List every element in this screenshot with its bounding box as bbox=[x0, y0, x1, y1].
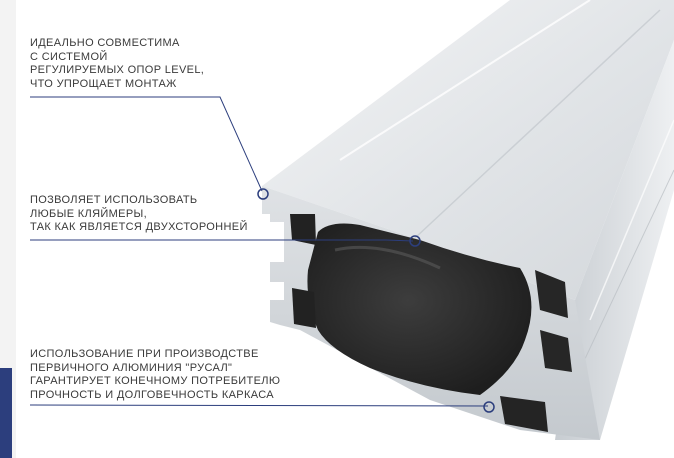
profile-cross-section bbox=[262, 186, 600, 440]
callout-line: ИСПОЛЬЗОВАНИЕ ПРИ ПРОИЗВОДСТВЕ bbox=[30, 348, 259, 360]
leader-line-3 bbox=[29, 404, 489, 407]
callout-double-sided: ПОЗВОЛЯЕТ ИСПОЛЬЗОВАТЬ ЛЮБЫЕ КЛЯЙМЕРЫ, Т… bbox=[30, 194, 248, 235]
callout-level-compatibility: ИДЕАЛЬНО СОВМЕСТИМА С СИСТЕМОЙ РЕГУЛИРУЕ… bbox=[30, 37, 204, 91]
callout-line: С СИСТЕМОЙ bbox=[30, 50, 108, 63]
callout-rusal-aluminum: ИСПОЛЬЗОВАНИЕ ПРИ ПРОИЗВОДСТВЕ ПЕРВИЧНОГ… bbox=[30, 348, 280, 402]
callout-line: ПЕРВИЧНОГО АЛЮМИНИЯ "РУСАЛ" bbox=[30, 361, 233, 374]
callout-line: ТАК КАК ЯВЛЯЕТСЯ ДВУХСТОРОННЕЙ bbox=[30, 221, 248, 233]
callout-marker-1-icon bbox=[257, 188, 269, 200]
left-background-band bbox=[0, 0, 16, 458]
leader-line-2 bbox=[30, 239, 414, 242]
callout-line: ЛЮБЫЕ КЛЯЙМЕРЫ, bbox=[30, 207, 148, 220]
leader-lines bbox=[29, 96, 489, 407]
left-accent-bar bbox=[0, 368, 12, 458]
callout-marker-2-icon bbox=[409, 235, 421, 247]
profile-side-face bbox=[555, 40, 674, 440]
callout-line: РЕГУЛИРУЕМЫХ ОПОР LEVEL, bbox=[30, 64, 205, 76]
callout-line: ЧТО УПРОЩАЕТ МОНТАЖ bbox=[30, 77, 177, 90]
callout-line: ПРОЧНОСТЬ И ДОЛГОВЕЧНОСТЬ КАРКАСА bbox=[30, 388, 274, 401]
callout-line: ПОЗВОЛЯЕТ ИСПОЛЬЗОВАТЬ bbox=[30, 194, 198, 206]
callout-line: ГАРАНТИРУЕТ КОНЕЧНОМУ ПОТРЕБИТЕЛЮ bbox=[30, 375, 281, 387]
callout-line: ИДЕАЛЬНО СОВМЕСТИМА bbox=[30, 37, 180, 49]
callout-marker-3-icon bbox=[483, 401, 495, 413]
leader-line-1 bbox=[30, 96, 263, 192]
